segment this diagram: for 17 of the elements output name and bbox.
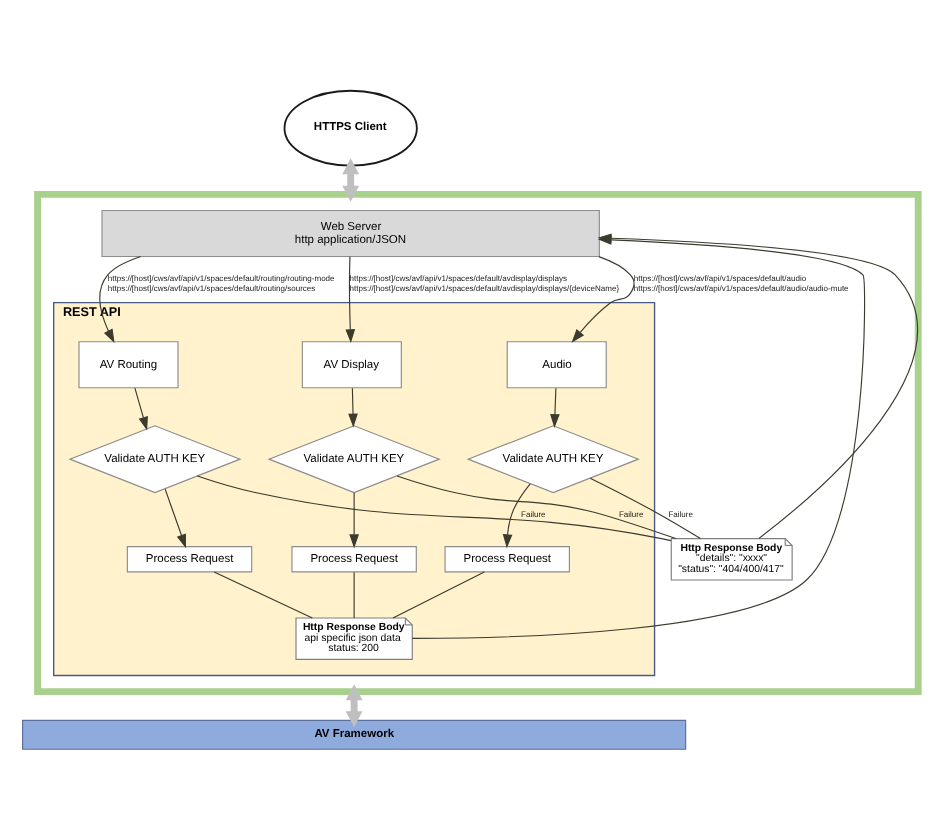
- arrow: [98, 255, 141, 343]
- arrow: [347, 387, 357, 428]
- connector: [212, 571, 312, 619]
- arrow: [344, 256, 355, 344]
- connector: [391, 571, 484, 619]
- arrow: [570, 256, 634, 343]
- arrow: [501, 483, 530, 549]
- connector: [352, 571, 354, 619]
- arrow: [549, 387, 559, 428]
- connector: [588, 477, 700, 540]
- connector: [195, 475, 671, 542]
- arrow: [341, 158, 359, 202]
- arrow: [163, 488, 185, 549]
- arrow: [344, 684, 362, 728]
- arrow: [348, 492, 358, 549]
- connector: [395, 475, 676, 540]
- arrow: [133, 387, 147, 431]
